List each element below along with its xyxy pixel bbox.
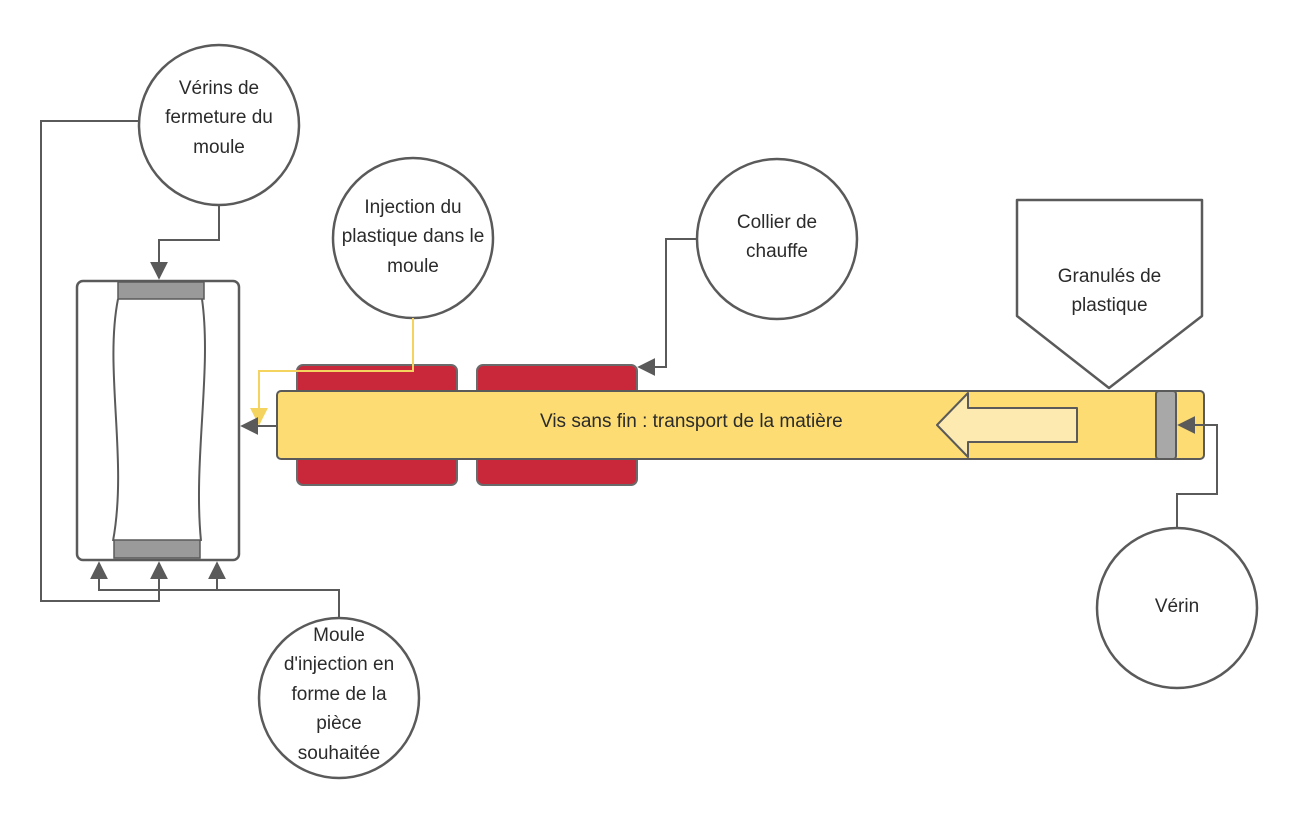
cylinder-label: Vérin [1154, 596, 1200, 617]
injection-label: Injection du plastique dans le moule [341, 197, 485, 277]
screw-label: Vis sans fin : transport de la matière [540, 411, 843, 432]
mold-cavity-right-wall [197, 298, 206, 542]
clamp-to-mold-bottom-connector [40, 120, 168, 602]
mold-label: Moule d'injection en forme de la pièce s… [283, 625, 395, 764]
mold-circle-connector-left [90, 561, 217, 591]
mold-top-plate [117, 281, 205, 300]
cylinder-connector [1176, 416, 1218, 528]
mold-bottom-plate [113, 539, 201, 559]
mold-circle-connector [208, 561, 340, 618]
piston [1155, 390, 1177, 460]
clamp-to-mold-top-connector [150, 205, 220, 280]
hopper-label: Granulés de plastique [1057, 266, 1162, 317]
hopper [1015, 198, 1204, 390]
injection-connector [250, 318, 414, 426]
heater-connector [637, 238, 697, 376]
mold-cavity-left-wall [112, 298, 120, 542]
heater-label: Collier de chauffe [736, 212, 818, 263]
mold-box [75, 279, 241, 562]
left-arrow-icon [936, 392, 1078, 458]
mold-clamp-label: Vérins de fermeture du moule [165, 78, 273, 158]
